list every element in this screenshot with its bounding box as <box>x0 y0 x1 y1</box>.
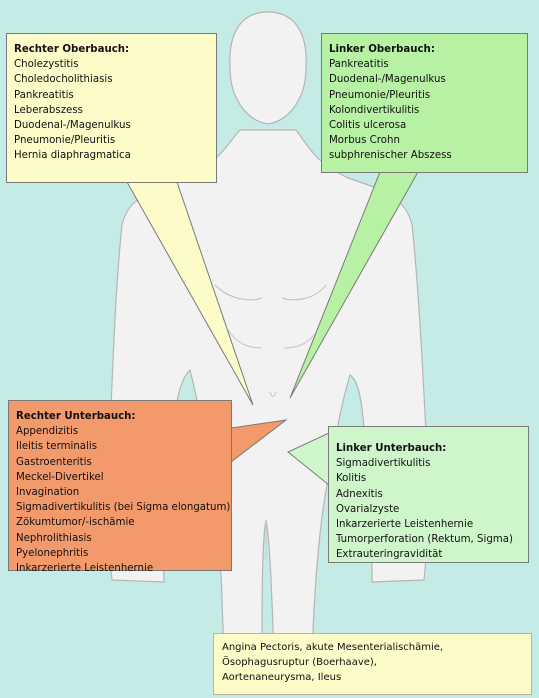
diagnosis-item: Appendizitis <box>16 426 79 438</box>
diagnosis-item: Zökumtumor/-ischämie <box>16 517 135 529</box>
diagnosis-item: Inkarzerierte Leistenhernie <box>16 563 154 575</box>
diagnosis-item: subphrenischer Abszess <box>329 150 452 162</box>
diagnosis-item: Hernia diaphragmatica <box>14 150 131 162</box>
diagnosis-item: Duodenal-/Magenulkus <box>329 74 446 86</box>
diagnosis-item: Extrauteringravidität <box>336 549 443 561</box>
box-title: Rechter Unterbauch: <box>16 411 136 422</box>
diagnosis-item: Angina Pectoris, akute Mesenterialischäm… <box>222 642 444 653</box>
body-chest-line <box>214 284 327 301</box>
box-title: Linker Oberbauch: <box>329 44 435 55</box>
diagnosis-item: Adnexitis <box>336 488 383 500</box>
diagnosis-item: Sigmadivertikulitis (bei Sigma elongatum… <box>16 502 231 514</box>
diagnosis-item: Choledocholithiasis <box>14 74 113 86</box>
diagnosis-item: Inkarzerierte Leistenhernie <box>336 519 474 531</box>
diagnosis-item: Invagination <box>16 487 80 499</box>
diagnosis-item: Cholezystitis <box>14 59 79 71</box>
box-further-diagnoses: Angina Pectoris, akute Mesenterialischäm… <box>213 633 532 695</box>
diagnosis-item: Pneumonie/Pleuritis <box>329 89 431 101</box>
diagnosis-item: Nephrolithiasis <box>16 532 92 544</box>
diagnosis-item: Ösophagusruptur (Boerhaave), <box>222 657 377 668</box>
diagnosis-item: Kolitis <box>336 473 367 485</box>
diagnosis-item: Meckel-Divertikel <box>16 471 104 483</box>
diagnosis-item: Pankreatitis <box>14 89 74 101</box>
diagnosis-item: Duodenal-/Magenulkus <box>14 120 131 132</box>
diagnosis-item: Sigmadivertikulitis <box>336 458 431 470</box>
diagnosis-item: Ileitis terminalis <box>16 441 97 453</box>
box-title: Rechter Oberbauch: <box>14 44 130 55</box>
diagnosis-item: Ovarialzyste <box>336 503 400 515</box>
body-head <box>229 11 307 125</box>
body-navel <box>269 391 277 397</box>
diagnosis-item: Leberabszess <box>14 104 83 116</box>
diagnosis-item: Pankreatitis <box>329 59 389 71</box>
diagnosis-item: Kolondivertikulitis <box>329 104 420 116</box>
box-title: Linker Unterbauch: <box>336 443 447 454</box>
note-lines: Angina Pectoris, akute Mesenterialischäm… <box>222 640 525 685</box>
diagnosis-item: Tumorperforation (Rektum, Sigma) <box>336 534 513 546</box>
diagnosis-item: Colitis ulcerosa <box>329 120 407 132</box>
diagnosis-item: Aortenaneurysma, Ileus <box>222 672 342 683</box>
diagnosis-item: Gastroenteritis <box>16 456 92 468</box>
diagnosis-item: Pneumonie/Pleuritis <box>14 135 116 147</box>
diagnosis-item: Pyelonephritis <box>16 547 89 559</box>
diagnosis-item: Morbus Crohn <box>329 135 400 147</box>
